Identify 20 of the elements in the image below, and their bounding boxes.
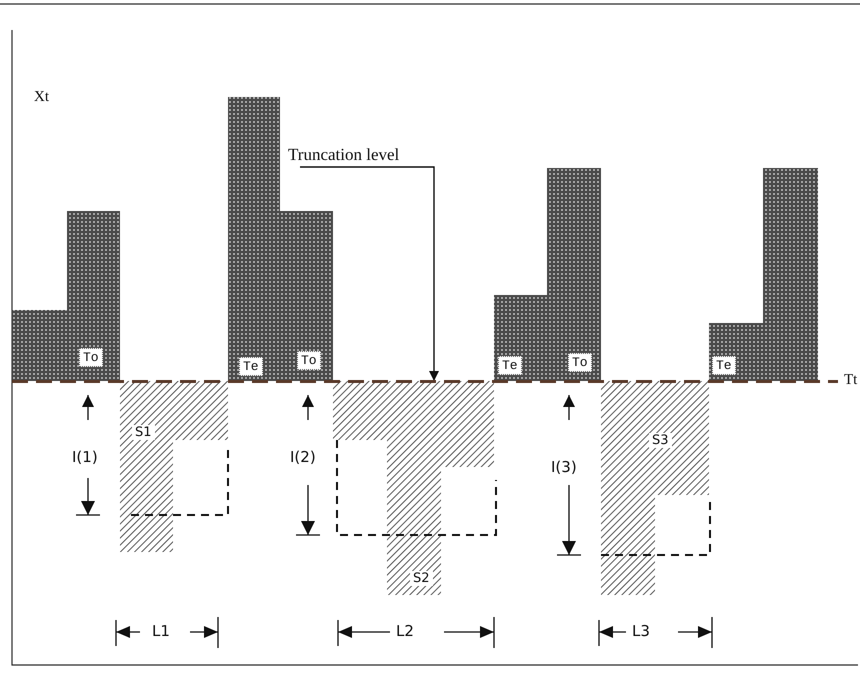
level-label: Tt	[844, 373, 858, 388]
time-label: Te	[239, 357, 263, 376]
time-label: To	[568, 353, 592, 372]
dimension-label: L2	[396, 624, 414, 639]
area-label: S2	[410, 571, 433, 586]
area-label: S1	[132, 425, 155, 440]
dimension-label: L3	[632, 624, 650, 639]
callout-text: Truncation level	[288, 145, 400, 165]
time-label: To	[79, 348, 103, 367]
dimension-label: I(1)	[72, 450, 98, 465]
dimension-label: I(2)	[290, 450, 316, 465]
axis-label: Xt	[34, 90, 49, 105]
leader-line	[300, 166, 439, 381]
area-label: S3	[649, 433, 672, 448]
dimension-label: I(3)	[551, 460, 577, 475]
time-label: Te	[712, 356, 736, 375]
time-label: To	[297, 351, 321, 370]
time-label: Te	[498, 356, 522, 375]
truncation-line	[12, 380, 838, 383]
dimension-label: L1	[152, 624, 170, 639]
